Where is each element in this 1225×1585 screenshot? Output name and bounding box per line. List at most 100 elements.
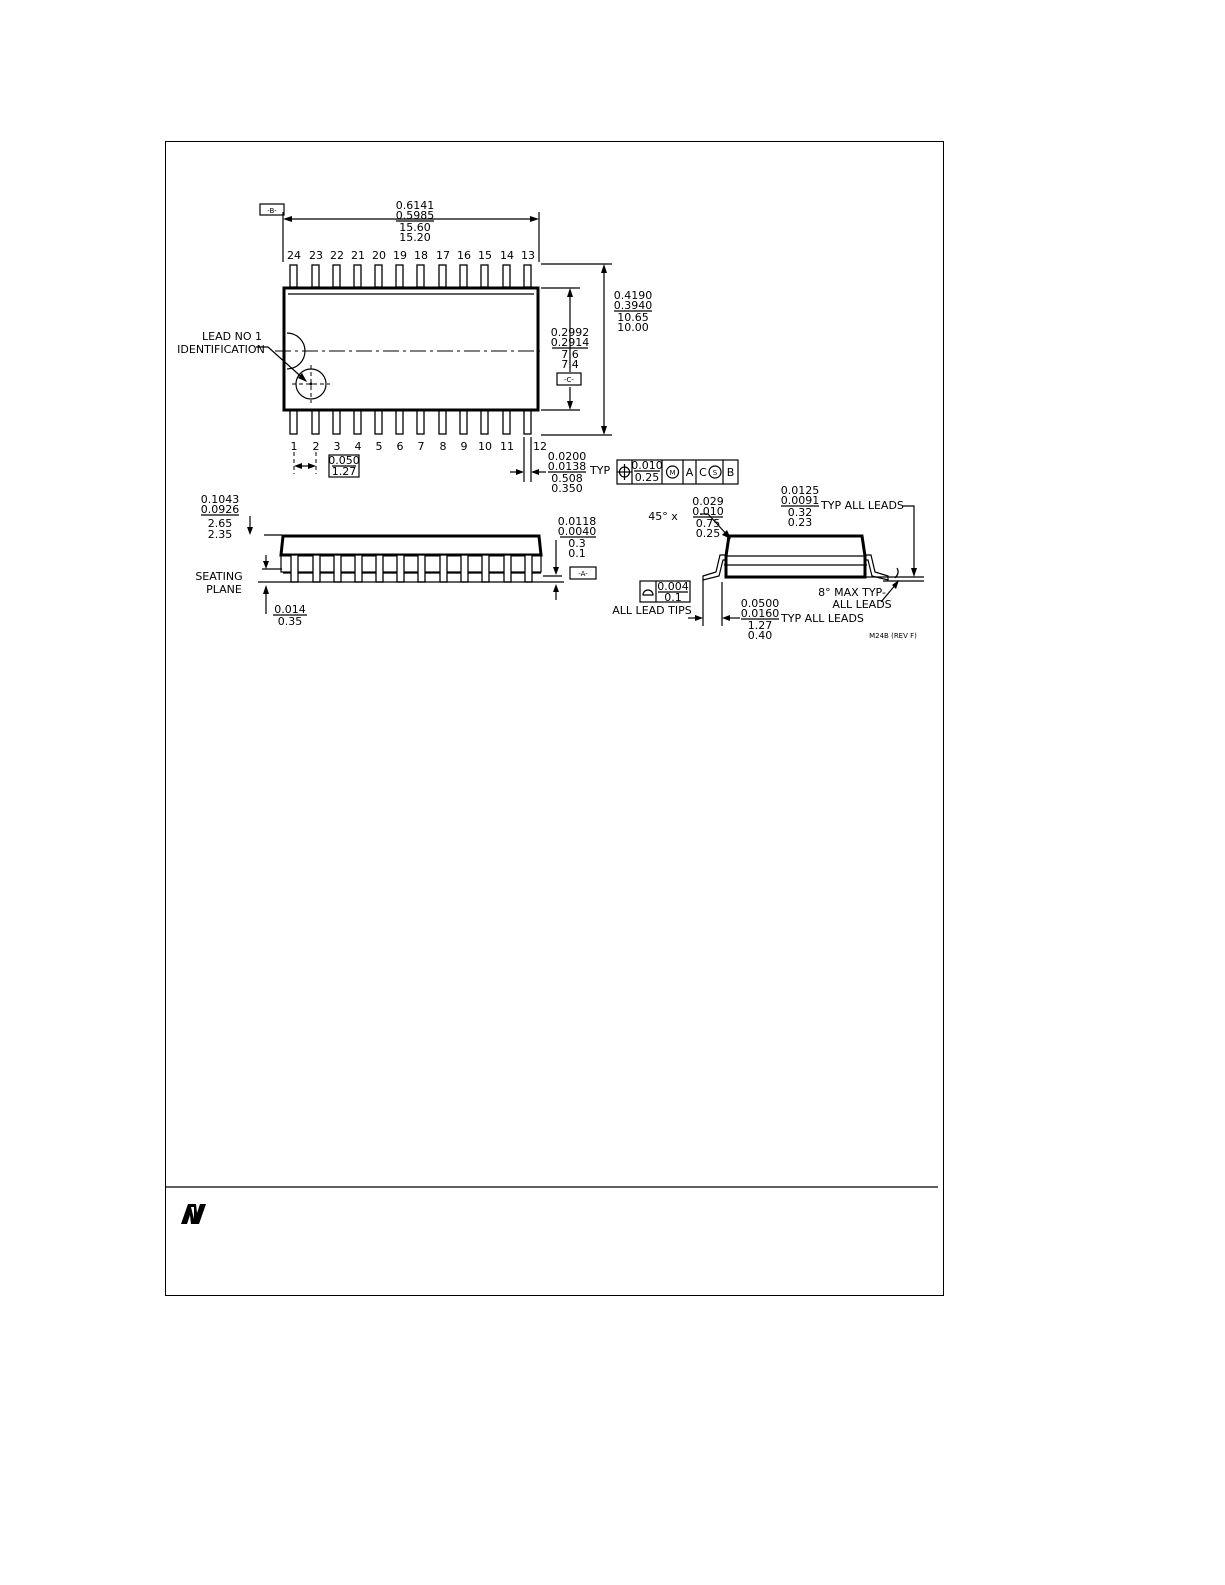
lead (353, 264, 362, 288)
lead (333, 554, 342, 583)
lead (438, 409, 447, 435)
width-dim-2: 10.65 (617, 311, 649, 324)
pin-number: 16 (457, 249, 471, 262)
lead-left (702, 554, 726, 581)
pin-number: 2 (313, 440, 320, 453)
lead (353, 409, 362, 435)
pin-number: 20 (372, 249, 386, 262)
top-pin-numbers: 24 23 22 21 20 19 18 17 16 15 14 13 (287, 249, 535, 262)
lead-width-typ: TYP (589, 464, 610, 477)
foot-dim-0: 0.0500 (741, 597, 780, 610)
length-dim-1: 0.5985 (396, 209, 435, 222)
lead (395, 264, 404, 288)
lead (396, 554, 405, 583)
lead (480, 409, 489, 435)
lead (502, 264, 511, 288)
pin-number: 21 (351, 249, 365, 262)
tol-s: S (713, 469, 718, 477)
lead-thick-typ: TYP ALL LEADS (820, 499, 904, 512)
lead (438, 264, 447, 288)
width-dim-0: 0.4190 (614, 289, 653, 302)
body-width-dim-0: 0.2992 (551, 326, 590, 339)
chamfer-dim-1: 0.010 (692, 505, 724, 518)
lead (502, 409, 511, 435)
lead (290, 554, 299, 583)
pin-number: 3 (334, 440, 341, 453)
side-view: 0.1043 0.0926 2.65 2.35 (195, 493, 597, 628)
pitch-dim-1: 1.27 (332, 465, 357, 478)
tolerance-frame: 0.010 0.25 M A C S B (616, 459, 739, 485)
pin-number: 7 (418, 440, 425, 453)
datum-c-box (556, 372, 582, 386)
length-dim-2: 15.60 (399, 221, 431, 234)
pin-number: 18 (414, 249, 428, 262)
height-dim-1: 0.0926 (201, 503, 240, 516)
lead (417, 554, 426, 583)
coplanarity-frame: 0.004 0.1 (639, 580, 691, 604)
width-dim-1: 0.3940 (614, 299, 653, 312)
standoff-dim-2: 0.3 (568, 537, 586, 550)
body-width-dim-2: 7.6 (561, 348, 579, 361)
lead (289, 409, 298, 435)
seating-dim-0: 0.014 (274, 603, 306, 616)
foot-dim-2: 1.27 (748, 619, 773, 632)
datum-b-box (259, 203, 285, 216)
pin-number: 6 (397, 440, 404, 453)
standoff-dim-3: 0.1 (568, 547, 586, 560)
angle-line2: ALL LEADS (832, 598, 891, 611)
national-logo-icon (181, 1204, 206, 1224)
lead (459, 409, 468, 435)
pin-number: 11 (500, 440, 514, 453)
bottom-pins (289, 409, 532, 435)
standoff-dim-0: 0.0118 (558, 515, 597, 528)
all-lead-tips: ALL LEAD TIPS (612, 604, 691, 617)
pin-number: 5 (376, 440, 383, 453)
chamfer-dim-3: 0.25 (696, 527, 721, 540)
foot-dim-1: 0.0160 (741, 607, 780, 620)
pin-number: 1 (291, 440, 298, 453)
tol-a: A (686, 466, 694, 479)
seating-dim-1: 0.35 (278, 615, 303, 628)
length-dim-3: 15.20 (399, 231, 431, 244)
tol-c: C (699, 466, 707, 479)
datum-a-box (569, 566, 597, 580)
coplan-dim-1: 0.1 (664, 591, 682, 604)
lead (332, 409, 341, 435)
lead-id-line1: LEAD NO 1 (202, 330, 262, 343)
lead (480, 264, 489, 288)
lead-width-dim-1: 0.0138 (548, 460, 587, 473)
lead (523, 264, 532, 288)
lead (459, 264, 468, 288)
datum-b-label: -B- (267, 207, 277, 215)
lead-width-dim-2: 0.508 (551, 472, 583, 485)
pin-number: 12 (533, 440, 547, 453)
lead-thick-dim-0: 0.0125 (781, 484, 820, 497)
pitch-dim-0: 0.050 (328, 454, 360, 467)
coplan-dim-0: 0.004 (657, 580, 689, 593)
side-body (279, 534, 543, 557)
pin-number: 23 (309, 249, 323, 262)
lead-width-dim-3: 0.350 (551, 482, 583, 495)
body-width-dim-3: 7.4 (561, 358, 579, 371)
page-frame (165, 141, 944, 1296)
pin-number: 4 (355, 440, 362, 453)
datum-a-label: -A- (578, 570, 588, 578)
lead (524, 554, 533, 583)
lead (481, 554, 490, 583)
seating-line2: PLANE (206, 583, 242, 596)
lead (311, 409, 320, 435)
lead (395, 409, 404, 435)
lead-id-line2: IDENTIFICATION (177, 343, 265, 356)
pin-number: 14 (500, 249, 514, 262)
top-view: -B- 0.6141 0.5985 15.60 15.20 24 23 22 2… (177, 199, 739, 495)
width-dim-3: 10.00 (617, 321, 649, 334)
height-dim-3: 2.35 (208, 528, 233, 541)
pin-number: 15 (478, 249, 492, 262)
lead (416, 264, 425, 288)
lead (374, 264, 383, 288)
pin-number: 10 (478, 440, 492, 453)
lead-width-dim-0: 0.0200 (548, 450, 587, 463)
height-dim-0: 0.1043 (201, 493, 240, 506)
lead-thick-dim-2: 0.32 (788, 506, 813, 519)
